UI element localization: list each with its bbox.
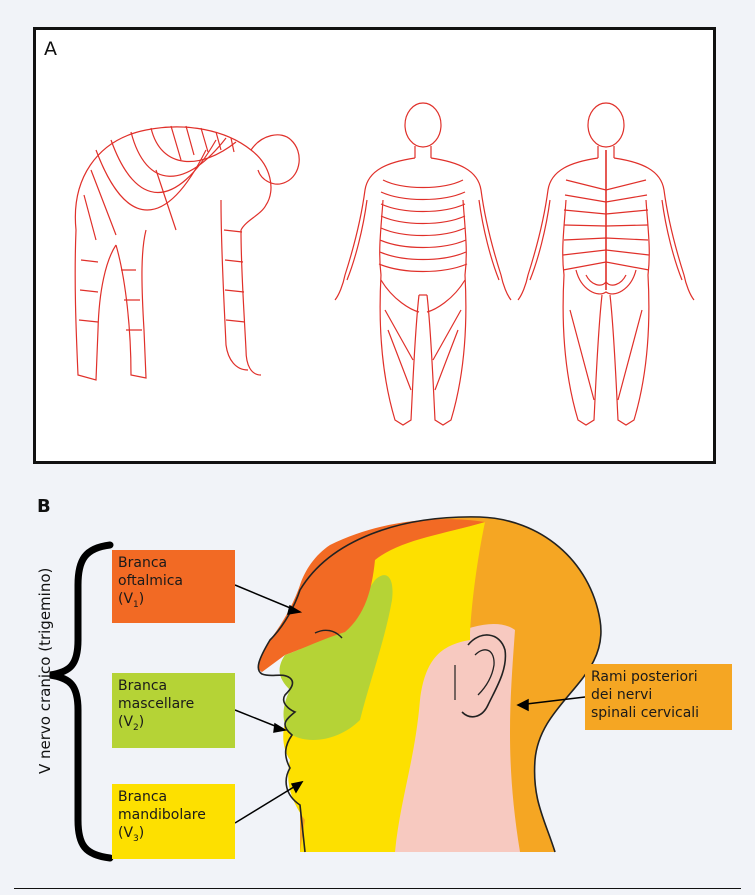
group-brace [50, 545, 110, 858]
label-ophthalmic-branch: Branca oftalmica (V1) [112, 550, 235, 623]
head-silhouette [258, 517, 601, 852]
label-v2-line2: mascellare [118, 695, 229, 713]
label-post-line1: Rami posteriori [591, 668, 726, 686]
label-maxillary-branch: Branca mascellare (V2) [112, 673, 235, 748]
label-post-line3: spinali cervicali [591, 704, 726, 722]
label-posterior-cervical: Rami posteriori dei nervi spinali cervic… [585, 664, 732, 730]
label-v3-line2: mandibolare [118, 806, 229, 824]
label-post-line2: dei nervi [591, 686, 726, 704]
label-mandibular-branch: Branca mandibolare (V3) [112, 784, 235, 859]
label-v1-line1: Branca [118, 554, 229, 572]
label-v2-line1: Branca [118, 677, 229, 695]
label-v1-line3: (V1) [118, 590, 229, 614]
label-v1-line2: oftalmica [118, 572, 229, 590]
label-v3-line3: (V3) [118, 824, 229, 848]
label-v3-line1: Branca [118, 788, 229, 806]
bottom-rule [14, 888, 741, 889]
label-v2-line3: (V2) [118, 713, 229, 737]
